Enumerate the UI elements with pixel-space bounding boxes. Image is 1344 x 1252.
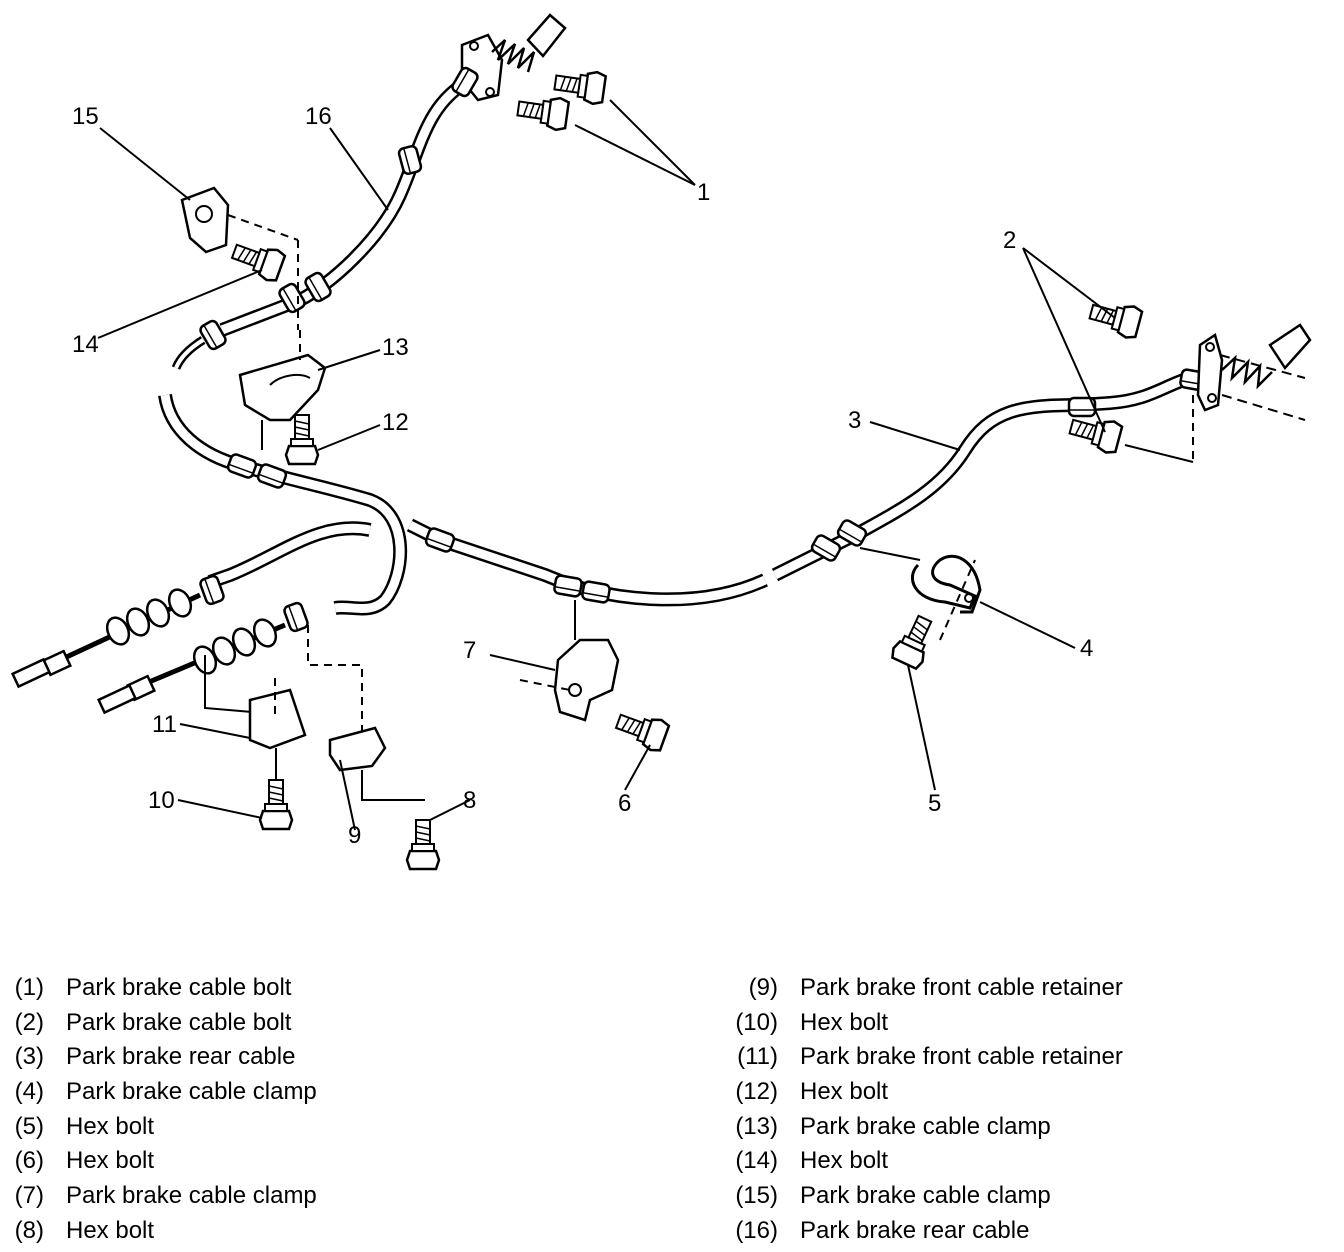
legend-item: (7) Park brake cable clamp <box>0 1180 600 1215</box>
callout-9: 9 <box>348 822 361 849</box>
callout-3: 3 <box>848 407 861 434</box>
bolt-6 <box>611 705 672 755</box>
legend-text: Hex bolt <box>66 1147 155 1175</box>
bolt-10 <box>258 778 294 831</box>
legend-text: Hex bolt <box>66 1112 155 1140</box>
bolt-5 <box>888 610 941 672</box>
legend-number: (6) <box>14 1147 44 1175</box>
legend-text: Park brake cable bolt <box>66 974 292 1001</box>
legend-number: (7) <box>14 1182 44 1210</box>
legend-number: (2) <box>14 1008 44 1036</box>
retainer-9 <box>307 625 425 801</box>
legend-number: (3) <box>14 1043 44 1071</box>
legend-number: (13) <box>735 1112 778 1140</box>
callout-7: 7 <box>463 637 476 664</box>
legend-item: (5) Hex bolt <box>0 1111 600 1146</box>
cable-mount-bracket-right <box>1192 323 1312 462</box>
legend-text: Park brake cable clamp <box>800 1182 1051 1210</box>
legend-item: (15) Park brake cable clamp <box>720 1180 1340 1215</box>
legend-text: Park brake cable clamp <box>800 1112 1051 1140</box>
bolt-1b <box>514 91 571 133</box>
legend-item: (9) Park brake front cable retainer <box>720 972 1340 1007</box>
clamp-13 <box>238 330 327 450</box>
legend-text: Park brake front cable retainer <box>800 1043 1123 1071</box>
bolt-8 <box>405 818 441 871</box>
legend-text: Park brake rear cable <box>800 1216 1030 1244</box>
legend-text: Park brake cable clamp <box>66 1182 317 1210</box>
callout-labels: 1 2 3 4 5 6 7 8 9 10 11 12 13 14 15 16 <box>72 103 1093 849</box>
legend-item: (4) Park brake cable clamp <box>0 1076 600 1111</box>
legend-item: (2) Park brake cable bolt <box>0 1007 600 1042</box>
callout-5: 5 <box>928 790 941 817</box>
legend-number: (16) <box>735 1216 778 1244</box>
bolt-2b <box>1065 409 1125 457</box>
callout-6: 6 <box>618 790 631 817</box>
bolt-14 <box>227 235 288 285</box>
bolt-12 <box>284 413 320 466</box>
legend-item: (1) Park brake cable bolt <box>0 972 600 1007</box>
front-cable <box>158 393 768 616</box>
cable-spring <box>491 13 567 73</box>
legend-number: (11) <box>737 1043 778 1071</box>
legend-left-column: (1) Park brake cable bolt (2) Park brake c… <box>0 972 600 1250</box>
clamp-4 <box>859 547 982 641</box>
legend-number: (1) <box>14 974 44 1001</box>
retainer-11 <box>204 655 307 790</box>
callout-15: 15 <box>72 103 99 130</box>
callout-14: 14 <box>72 331 99 358</box>
legend-text: Hex bolt <box>800 1147 889 1175</box>
legend-item: (11) Park brake front cable retainer <box>720 1041 1340 1076</box>
clamp-15 <box>180 186 299 330</box>
legend-text: Hex bolt <box>66 1216 155 1244</box>
legend-number: (14) <box>735 1147 778 1175</box>
callout-1: 1 <box>697 179 710 206</box>
legend-item: (14) Hex bolt <box>720 1145 1340 1180</box>
callout-16: 16 <box>305 103 332 130</box>
rear-cable-16 <box>219 79 467 337</box>
park-brake-cable-diagram: 1 2 3 4 5 6 7 8 9 10 11 12 13 14 15 16 <box>10 13 1312 871</box>
rear-cable-3 <box>771 371 1193 582</box>
legend-number: (5) <box>14 1112 44 1140</box>
callout-2: 2 <box>1003 227 1016 254</box>
callout-11: 11 <box>152 711 177 738</box>
legend-number: (15) <box>735 1182 778 1210</box>
legend-text: Park brake cable clamp <box>66 1078 317 1106</box>
legend-text: Hex bolt <box>800 1008 889 1036</box>
legend-item: (12) Hex bolt <box>720 1076 1340 1111</box>
callout-10: 10 <box>148 787 175 814</box>
legend-number: (9) <box>748 974 778 1001</box>
callout-4: 4 <box>1080 635 1093 662</box>
legend-item: (13) Park brake cable clamp <box>720 1111 1340 1146</box>
callout-12: 12 <box>382 409 409 436</box>
clamp-7 <box>519 600 620 722</box>
legend-text: Park brake rear cable <box>66 1043 296 1071</box>
legend-number: (12) <box>735 1078 778 1106</box>
cable-mount-bracket <box>449 33 504 102</box>
legend-item: (8) Hex bolt <box>0 1215 600 1250</box>
legend-item: (6) Hex bolt <box>0 1145 600 1180</box>
legend-text: Hex bolt <box>800 1078 889 1106</box>
legend-item: (10) Hex bolt <box>720 1007 1340 1042</box>
legend-right-column: (9) Park brake front cable retainer (10) H… <box>720 972 1340 1250</box>
callout-13: 13 <box>382 334 409 361</box>
legend-text: Park brake front cable retainer <box>800 974 1123 1001</box>
legend-text: Park brake cable bolt <box>66 1008 292 1036</box>
legend-item: (3) Park brake rear cable <box>0 1041 600 1076</box>
legend-item: (16) Park brake rear cable <box>720 1215 1340 1250</box>
legend-number: (10) <box>735 1008 778 1036</box>
leader-lines <box>97 99 1194 831</box>
callout-8: 8 <box>463 787 476 814</box>
threaded-cable-end <box>10 588 286 715</box>
legend-number: (4) <box>14 1078 44 1106</box>
legend-number: (8) <box>14 1216 44 1244</box>
